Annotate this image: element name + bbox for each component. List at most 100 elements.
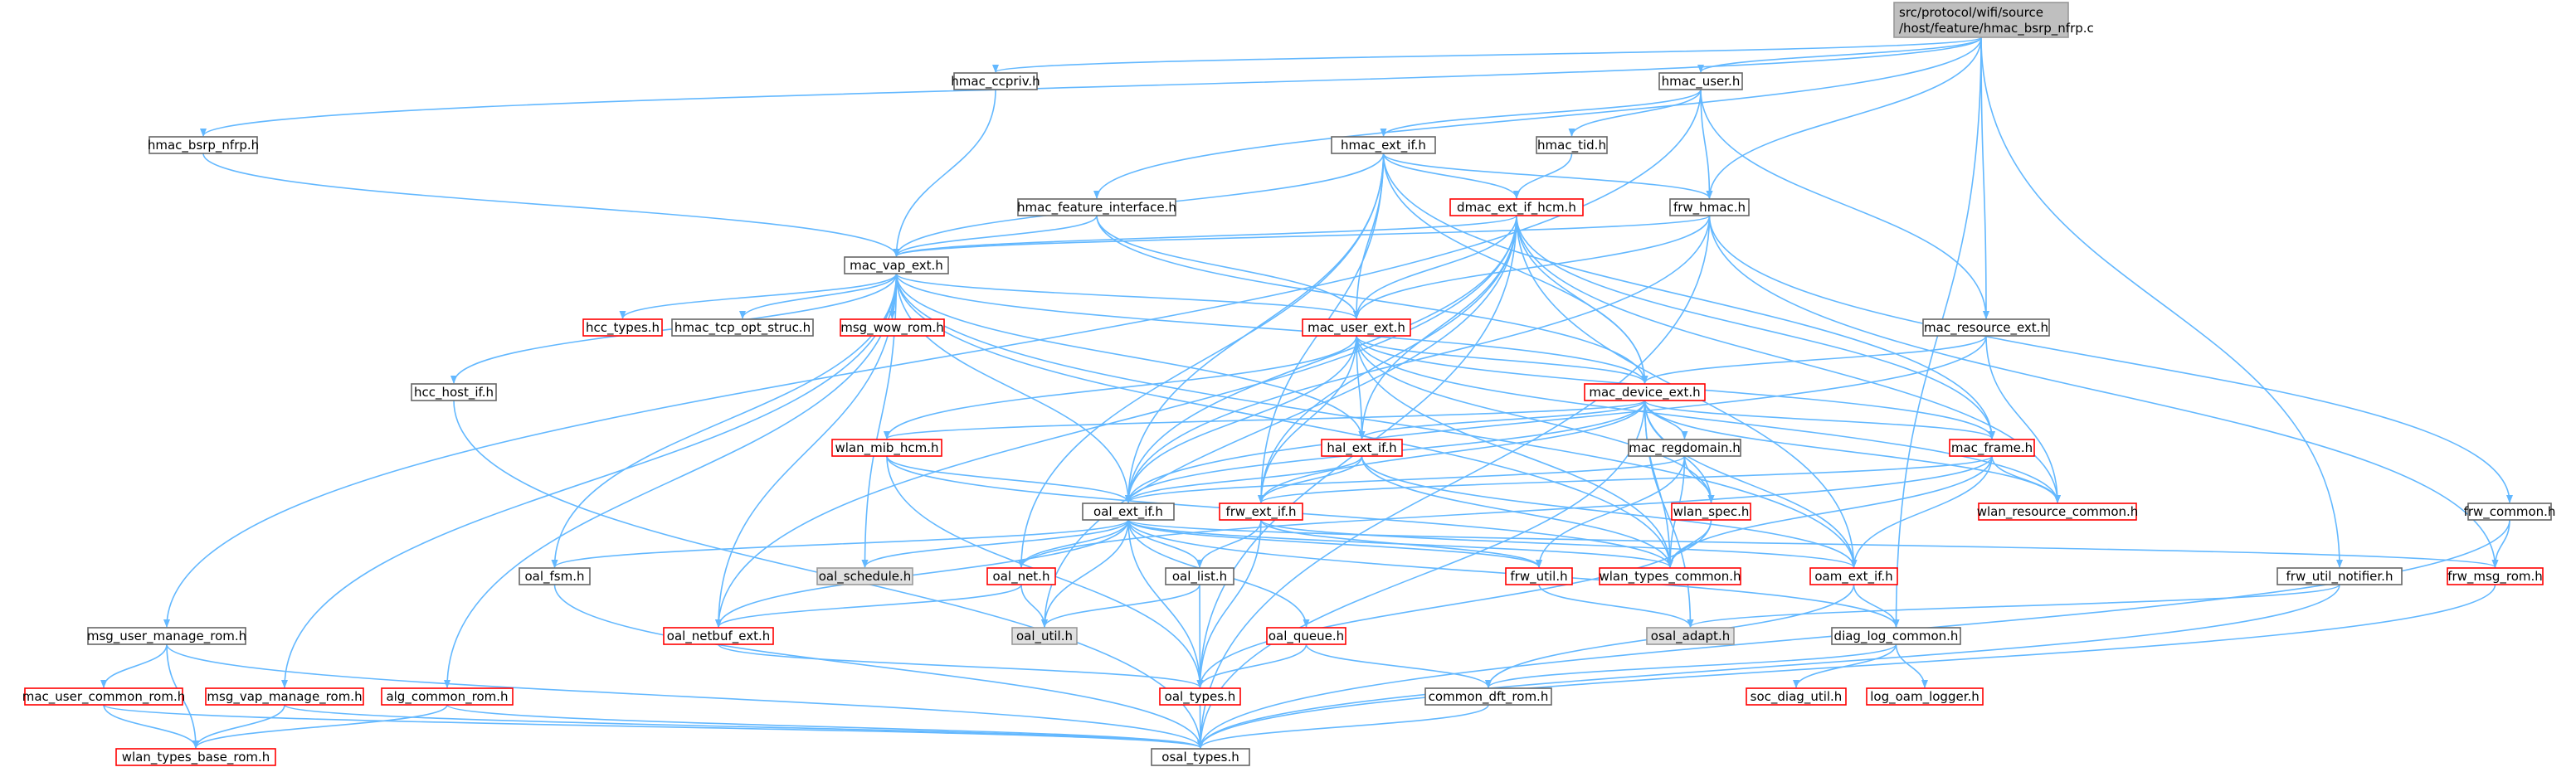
node-box	[1746, 687, 1847, 706]
edge-mac_vap_ext-to-hal_ext_if	[895, 273, 1366, 439]
node-hal_ext_if[interactable]: hal_ext_if.h	[1321, 439, 1403, 457]
edge-frw_util-to-osal_adapt	[1538, 584, 1694, 628]
node-mac_vap_ext[interactable]: mac_vap_ext.h	[844, 256, 949, 274]
node-frw_util[interactable]: frw_util.h	[1505, 567, 1573, 585]
node-box	[2447, 567, 2544, 585]
node-box	[844, 256, 949, 274]
node-label: wlan_types_base_rom.h	[122, 750, 270, 765]
node-root[interactable]: src/protocol/wifi/source/host/feature/hm…	[1893, 2, 2094, 38]
node-wlan_types_base_rom[interactable]: wlan_types_base_rom.h	[115, 748, 276, 766]
edge-mac_vap_ext-to-msg_vap_manage_rom	[281, 273, 898, 688]
node-mac_device_ext[interactable]: mac_device_ext.h	[1584, 383, 1706, 401]
node-label: msg_vap_manage_rom.h	[207, 689, 362, 705]
edge-hmac_feature_interface-to-mac_user_ext	[1096, 215, 1360, 319]
node-mac_user_common_rom[interactable]: mac_user_common_rom.h	[22, 687, 186, 706]
edge-frw_hmac-to-mac_user_ext	[1353, 215, 1711, 319]
edge-mac_device_ext-to-mac_frame	[1643, 400, 1995, 439]
node-hmac_user[interactable]: hmac_user.h	[1658, 72, 1743, 90]
node-label: hmac_tcp_opt_struc.h	[674, 320, 811, 336]
node-box	[87, 627, 246, 645]
node-oal_ext_if[interactable]: oal_ext_if.h	[1082, 503, 1175, 521]
node-oam_ext_if[interactable]: oam_ext_if.h	[1809, 567, 1898, 585]
node-label: diag_log_common.h	[1834, 629, 1959, 644]
node-box	[1219, 503, 1303, 521]
node-frw_util_notifier[interactable]: frw_util_notifier.h	[2277, 567, 2403, 585]
node-mac_regdomain[interactable]: mac_regdomain.h	[1628, 439, 1741, 457]
edge-mac_regdomain-to-wlan_spec	[1683, 455, 1715, 503]
node-msg_wow_rom[interactable]: msg_wow_rom.h	[840, 318, 945, 337]
edge-frw_util_notifier-to-osal_types	[1197, 584, 2340, 749]
edge-wlan_mib_hcm-to-oal_ext_if	[886, 455, 1132, 503]
node-label: src/protocol/wifi/source/host/feature/hm…	[1899, 5, 2094, 36]
node-frw_common[interactable]: frw_common.h	[2464, 503, 2556, 521]
edge-hmac_ccpriv-to-mac_vap_ext	[893, 89, 996, 257]
node-hmac_ext_if[interactable]: hmac_ext_if.h	[1331, 136, 1436, 154]
node-osal_adapt[interactable]: osal_adapt.h	[1646, 627, 1735, 645]
edge-root-to-frw_hmac	[1706, 36, 1982, 199]
node-wlan_types_common[interactable]: wlan_types_common.h	[1599, 567, 1741, 585]
node-box	[840, 318, 945, 337]
node-msg_vap_manage_rom[interactable]: msg_vap_manage_rom.h	[205, 687, 364, 706]
node-box	[1866, 687, 1984, 706]
node-hmac_tcp_opt_struc[interactable]: hmac_tcp_opt_struc.h	[671, 318, 814, 337]
node-box	[671, 318, 814, 337]
node-label: oal_schedule.h	[819, 569, 912, 585]
edge-mac_regdomain-to-frw_util	[1536, 455, 1686, 568]
node-frw_msg_rom[interactable]: frw_msg_rom.h	[2447, 567, 2544, 585]
node-oal_list[interactable]: oal_list.h	[1165, 567, 1234, 585]
node-frw_ext_if[interactable]: frw_ext_if.h	[1219, 503, 1303, 521]
node-hcc_host_if[interactable]: hcc_host_if.h	[411, 383, 497, 401]
node-box	[381, 687, 514, 706]
edge-mac_user_ext-to-frw_ext_if	[1258, 335, 1357, 503]
node-common_dft_rom[interactable]: common_dft_rom.h	[1424, 687, 1552, 706]
edge-oal_fsm-to-osal_types	[553, 584, 1204, 749]
node-label: oam_ext_if.h	[1814, 569, 1892, 585]
node-hmac_bsrp_nfrp[interactable]: hmac_bsrp_nfrp.h	[148, 136, 259, 154]
node-wlan_mib_hcm[interactable]: wlan_mib_hcm.h	[831, 439, 942, 457]
edge-hmac_user-to-hmac_ext_if	[1380, 89, 1702, 137]
edge-hmac_user-to-hmac_tid	[1568, 89, 1702, 137]
node-oal_netbuf_ext[interactable]: oal_netbuf_ext.h	[663, 627, 774, 645]
edge-msg_user_manage_rom-to-mac_user_common_rom	[100, 643, 168, 688]
node-mac_resource_ext[interactable]: mac_resource_ext.h	[1922, 318, 2050, 337]
node-mac_frame[interactable]: mac_frame.h	[1949, 439, 2035, 457]
node-box	[1082, 503, 1175, 521]
node-diag_log_common[interactable]: diag_log_common.h	[1831, 627, 1961, 645]
node-frw_hmac[interactable]: frw_hmac.h	[1669, 198, 1750, 216]
node-msg_user_manage_rom[interactable]: msg_user_manage_rom.h	[87, 627, 246, 645]
node-hmac_feature_interface[interactable]: hmac_feature_interface.h	[1017, 198, 1176, 216]
node-oal_queue[interactable]: oal_queue.h	[1266, 627, 1346, 645]
node-box	[1893, 2, 2069, 38]
edge-msg_vap_manage_rom-to-osal_types	[284, 704, 1204, 749]
node-oal_types[interactable]: oal_types.h	[1159, 687, 1241, 706]
node-log_oam_logger[interactable]: log_oam_logger.h	[1866, 687, 1984, 706]
edge-dmac_ext_if_hcm-to-oal_util	[1041, 215, 1517, 628]
edge-hmac_ext_if-to-mac_frame	[1382, 153, 1995, 439]
node-hmac_ccpriv[interactable]: hmac_ccpriv.h	[951, 72, 1040, 90]
node-hmac_tid[interactable]: hmac_tid.h	[1536, 136, 1608, 154]
node-oal_util[interactable]: oal_util.h	[1011, 627, 1078, 645]
node-label: mac_vap_ext.h	[850, 258, 943, 274]
edge-frw_hmac-to-osal_types	[1197, 215, 1711, 749]
node-oal_fsm[interactable]: oal_fsm.h	[519, 567, 591, 585]
node-mac_user_ext[interactable]: mac_user_ext.h	[1302, 318, 1411, 337]
edge-frw_hmac-to-oal_ext_if	[1125, 215, 1711, 503]
node-osal_types[interactable]: osal_types.h	[1151, 748, 1250, 766]
node-soc_diag_util[interactable]: soc_diag_util.h	[1746, 687, 1847, 706]
node-hcc_types[interactable]: hcc_types.h	[582, 318, 663, 337]
node-oal_schedule[interactable]: oal_schedule.h	[816, 567, 913, 585]
node-label: hcc_types.h	[586, 320, 660, 336]
node-oal_net[interactable]: oal_net.h	[986, 567, 1056, 585]
node-wlan_spec[interactable]: wlan_spec.h	[1671, 503, 1751, 521]
node-alg_common_rom[interactable]: alg_common_rom.h	[381, 687, 514, 706]
node-wlan_resource_common[interactable]: wlan_resource_common.h	[1977, 503, 2139, 521]
node-box	[2467, 503, 2552, 521]
edge-frw_common-to-frw_msg_rom	[2491, 519, 2510, 568]
edge-hmac_user-to-msg_user_manage_rom	[163, 89, 1702, 628]
node-dmac_ext_if_hcm[interactable]: dmac_ext_if_hcm.h	[1449, 198, 1584, 216]
edge-mac_resource_ext-to-wlan_resource_common	[1985, 335, 2061, 503]
edge-mac_vap_ext-to-hcc_types	[619, 273, 898, 319]
node-box	[1922, 318, 2050, 337]
node-label: mac_user_ext.h	[1307, 320, 1405, 336]
